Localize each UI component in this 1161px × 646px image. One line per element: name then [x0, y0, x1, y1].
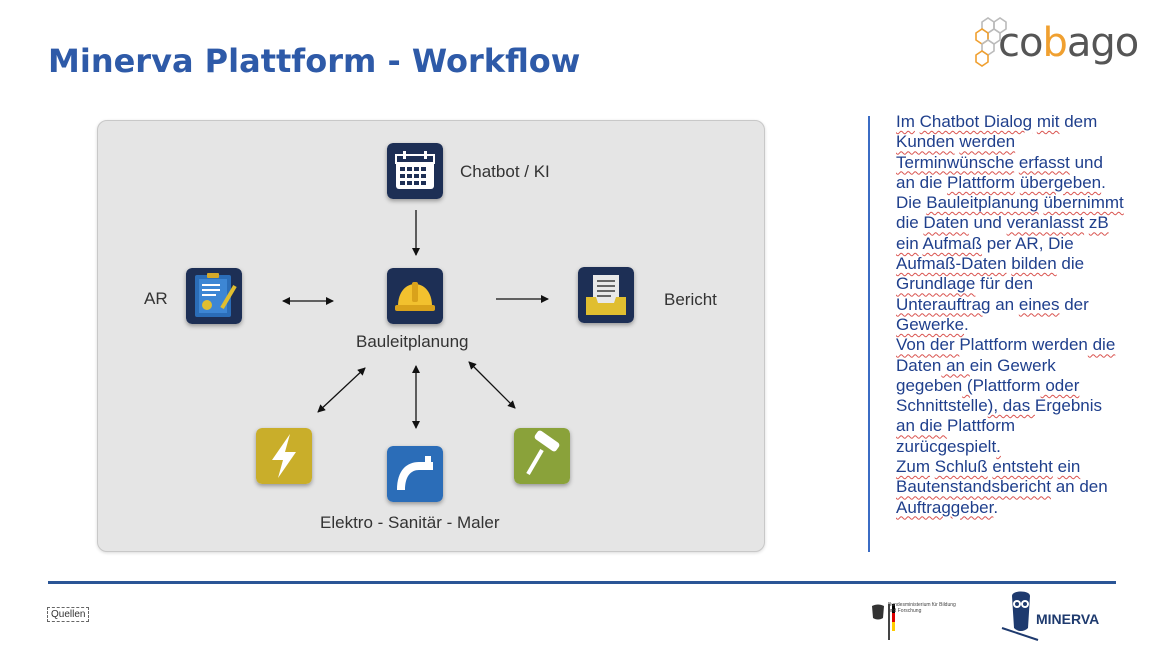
- trades-label: Elektro - Sanitär - Maler: [320, 513, 500, 532]
- description-word: Daten: [923, 213, 969, 233]
- workflow-description: Im Chatbot Dialog mit dem Kunden werden …: [896, 112, 1124, 517]
- description-word: Grundlage: [896, 274, 976, 294]
- description-word: bilden: [1011, 254, 1057, 274]
- description-word: Auftraggeber: [896, 497, 994, 517]
- slide-title: Minerva Plattform - Workflow: [48, 42, 581, 80]
- faucet-icon: [387, 446, 443, 502]
- document-tray-icon: [578, 267, 634, 323]
- owl-icon: [1001, 591, 1039, 641]
- description-word: an die: [896, 416, 948, 436]
- description-word: Aufmaß-Daten: [896, 254, 1007, 274]
- minerva-wordmark: MINERVA: [1036, 611, 1100, 627]
- quellen-link[interactable]: Quellen: [47, 607, 90, 622]
- description-word: übernimmt: [1043, 193, 1124, 213]
- description-word: ein: [1057, 457, 1081, 477]
- description-word: entsteht: [992, 457, 1053, 477]
- description-word: veranlasst: [1006, 213, 1085, 233]
- text-accent-line: [868, 116, 870, 552]
- description-word: Bautenstandsbericht: [896, 477, 1051, 497]
- lightning-icon: [256, 428, 312, 484]
- calendar-icon: [387, 143, 443, 199]
- hardhat-icon: [387, 268, 443, 324]
- description-word: eines: [1018, 294, 1060, 314]
- bauleitplanung-label: Bauleitplanung: [356, 332, 469, 351]
- description-word: Schluß: [934, 457, 988, 477]
- chatbot-label: Chatbot / KI: [460, 162, 550, 181]
- description-word: werden: [959, 132, 1016, 152]
- clipboard-pen-icon: [186, 268, 242, 324]
- bmbf-logo: [872, 604, 895, 640]
- description-word: Chatbot Dialog: [919, 112, 1033, 131]
- description-word: die: [1087, 335, 1116, 355]
- paint-roller-icon: [514, 428, 570, 484]
- description-word: erfasst: [1018, 152, 1070, 172]
- description-word: .: [996, 436, 1001, 456]
- description-word: Plattform: [947, 172, 1016, 192]
- bericht-label: Bericht: [664, 290, 717, 309]
- description-word: ein: [896, 233, 919, 253]
- cobago-logo: [975, 17, 1007, 67]
- description-word: ), das: [987, 396, 1035, 416]
- footer-divider: [48, 581, 1116, 584]
- description-word: Im: [896, 112, 915, 131]
- description-word: Von der: [896, 335, 960, 355]
- description-word: oder: [1040, 375, 1080, 395]
- ministry-name: Bundesministerium für Bildung und Forsch…: [888, 602, 956, 614]
- description-word: Terminwünsche: [896, 152, 1015, 172]
- description-word: (: [962, 375, 973, 395]
- description-word: an: [941, 355, 970, 375]
- description-word: Aufmaß: [922, 233, 983, 253]
- ar-label: AR: [144, 289, 168, 308]
- description-word: Zum: [896, 457, 930, 477]
- description-word: Gewerke: [896, 314, 965, 334]
- description-word: Kunden: [896, 132, 955, 152]
- description-word: übergeben: [1019, 172, 1102, 192]
- description-word: mit: [1036, 112, 1060, 131]
- description-word: Unterauftrag: [896, 294, 991, 314]
- description-word: zB: [1088, 213, 1109, 233]
- cobago-wordmark: cobago: [998, 20, 1139, 66]
- description-word: Bauleitplanung: [926, 193, 1039, 213]
